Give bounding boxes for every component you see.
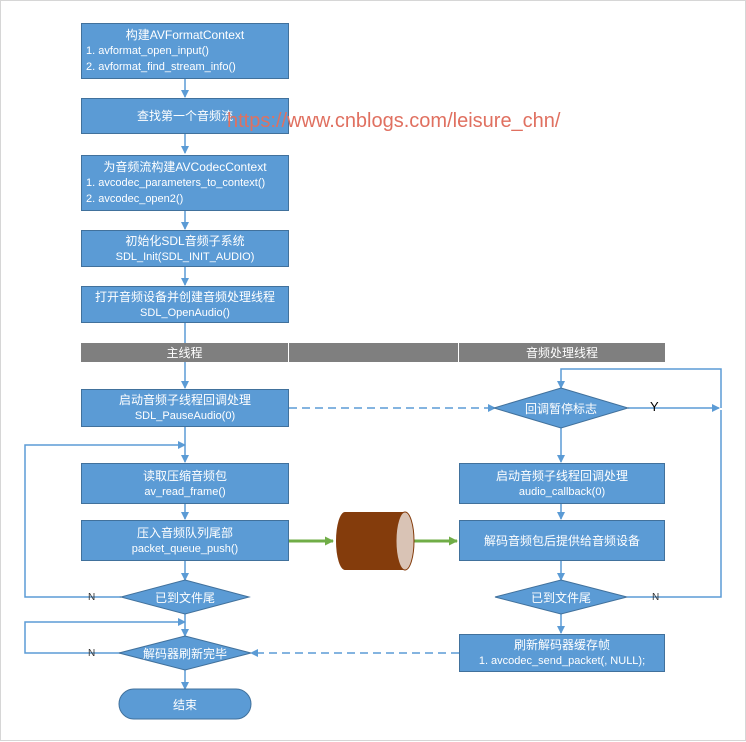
- decision-callback-paused-label: 回调暂停标志: [524, 401, 597, 416]
- step-call: packet_queue_push(): [131, 542, 239, 555]
- decision-flush-done-label: 解码器刷新完毕: [142, 646, 227, 661]
- step-read-frame: 读取压缩音频包 av_read_frame(): [81, 463, 289, 504]
- lane-header-audio: 音频处理线程: [459, 343, 665, 362]
- step-queue-push: 压入音频队列尾部 packet_queue_push(): [81, 520, 289, 561]
- step-flush-decoder: 刷新解码器缓存帧 1. avcodec_send_packet(, NULL);: [459, 634, 665, 672]
- step-line-1: 1. avformat_open_input(): [86, 45, 209, 57]
- step-audio-callback: 启动音频子线程回调处理 audio_callback(0): [459, 463, 665, 504]
- label-no-flush-done: N: [88, 648, 96, 659]
- label-yes: Y: [650, 399, 659, 414]
- decision-eof-audio: [494, 579, 628, 615]
- decision-flush-done: [118, 635, 252, 671]
- step-decode-packet: 解码音频包后提供给音频设备: [459, 520, 665, 561]
- step-call: SDL_OpenAudio(): [140, 306, 230, 319]
- step-title: 启动音频子线程回调处理: [495, 468, 628, 483]
- lane-header-main: 主线程: [81, 343, 288, 362]
- step-call: SDL_Init(SDL_INIT_AUDIO): [115, 250, 255, 263]
- step-find-audio-stream: 查找第一个音频流: [81, 98, 289, 134]
- step-title: 刷新解码器缓存帧: [513, 638, 610, 652]
- step-call: audio_callback(0): [518, 485, 606, 498]
- loop-flushdone-no: [24, 618, 186, 654]
- step-open-audio: 打开音频设备并创建音频处理线程 SDL_OpenAudio(): [81, 286, 289, 323]
- step-call: SDL_PauseAudio(0): [134, 410, 236, 422]
- step-line-2: 2. avcodec_open2(): [86, 193, 184, 205]
- decision-callback-paused: [492, 387, 630, 429]
- step-title: 压入音频队列尾部: [136, 525, 233, 540]
- step-avformat-context: 构建AVFormatContext 1. avformat_open_input…: [81, 23, 289, 79]
- step-title: 解码音频包后提供给音频设备: [483, 533, 640, 548]
- step-line-1: 1. avcodec_parameters_to_context(): [86, 177, 266, 189]
- watermark-url: https://www.cnblogs.com/leisure_chn/: [227, 110, 561, 132]
- label-no-eof-main: N: [88, 592, 96, 603]
- packet-queue-cylinder: [336, 511, 415, 571]
- step-title: 打开音频设备并创建音频处理线程: [94, 289, 275, 304]
- loop-audio-eof-no: [627, 410, 722, 598]
- step-call: 1. avcodec_send_packet(, NULL);: [478, 655, 646, 667]
- step-title: 初始化SDL音频子系统: [125, 233, 245, 248]
- decision-eof-audio-label: 已到文件尾: [530, 590, 591, 605]
- lane-header-middle: [289, 343, 458, 362]
- label-no-eof-audio: N: [652, 592, 660, 603]
- step-call: av_read_frame(): [144, 485, 226, 498]
- decision-eof-main-label: 已到文件尾: [154, 590, 215, 605]
- terminator-end-label: 结束: [172, 697, 197, 712]
- loop-main-eof-no: [24, 441, 186, 598]
- step-codec-context: 为音频流构建AVCodecContext 1. avcodec_paramete…: [81, 155, 289, 211]
- callback-entry: [557, 368, 722, 408]
- step-title: 读取压缩音频包: [142, 468, 227, 483]
- step-title: 启动音频子线程回调处理: [118, 393, 251, 407]
- terminator-end: [118, 688, 252, 720]
- step-sdl-init: 初始化SDL音频子系统 SDL_Init(SDL_INIT_AUDIO): [81, 230, 289, 267]
- step-title: 查找第一个音频流: [136, 109, 233, 123]
- step-line-2: 2. avformat_find_stream_info(): [86, 61, 236, 73]
- step-pause-audio: 启动音频子线程回调处理 SDL_PauseAudio(0): [81, 389, 289, 427]
- step-title: 为音频流构建AVCodecContext: [103, 160, 267, 174]
- step-title: 构建AVFormatContext: [125, 28, 245, 42]
- decision-eof-main: [119, 579, 251, 615]
